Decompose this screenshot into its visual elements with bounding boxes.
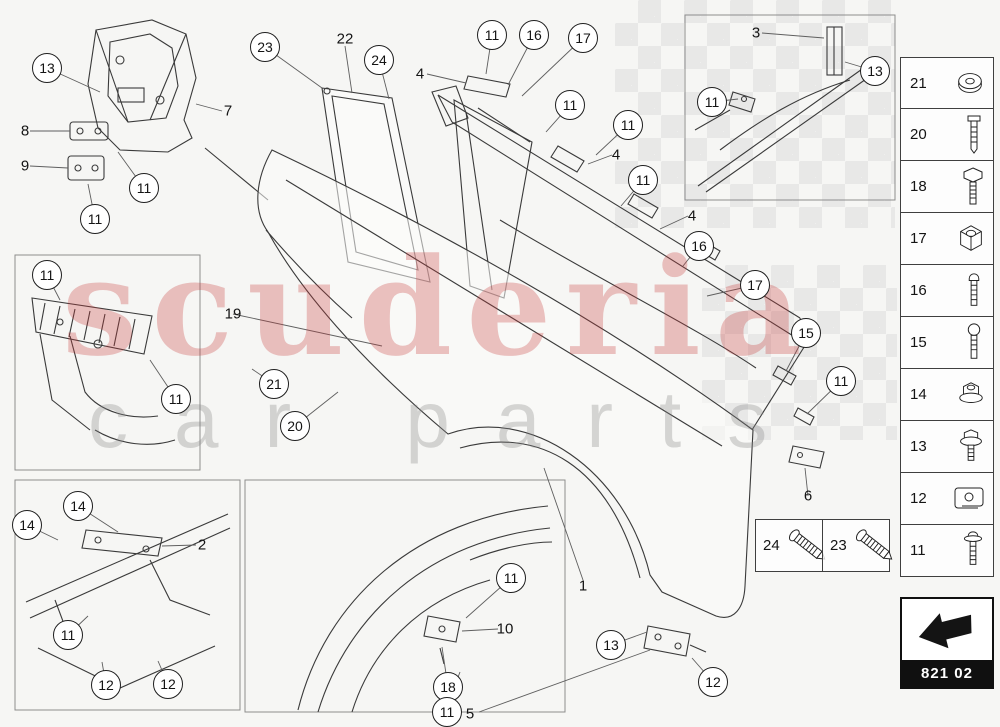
legend-item-16[interactable]: 16	[900, 265, 994, 317]
legend-item-number: 15	[910, 334, 927, 351]
callout-11[interactable]: 11	[129, 173, 159, 203]
callout-6: 6	[803, 487, 813, 505]
legend-item-21[interactable]: 21	[900, 57, 994, 109]
flange-bolt-icon	[956, 428, 986, 466]
callout-11[interactable]: 11	[555, 90, 585, 120]
callout-15[interactable]: 15	[791, 318, 821, 348]
callout-4: 4	[611, 146, 621, 164]
callout-4: 4	[415, 65, 425, 83]
callout-11[interactable]: 11	[697, 87, 727, 117]
callout-7: 7	[223, 102, 233, 120]
checkered-flag-watermark	[702, 265, 897, 440]
flange-nut-icon	[956, 380, 986, 410]
legend-item-11[interactable]: 11	[900, 525, 994, 577]
fastener-boxes: 24 23	[755, 519, 893, 572]
callout-13[interactable]: 13	[32, 53, 62, 83]
callout-5: 5	[465, 705, 475, 723]
callout-24[interactable]: 24	[364, 45, 394, 75]
page-code-label: 821 02	[902, 660, 992, 687]
legend-item-12[interactable]: 12	[900, 473, 994, 525]
callout-22: 22	[336, 30, 354, 48]
callout-2: 2	[197, 536, 207, 554]
callout-17[interactable]: 17	[568, 23, 598, 53]
callout-3: 3	[751, 24, 761, 42]
pan-head-screw-icon	[960, 530, 986, 572]
callout-11[interactable]: 11	[496, 563, 526, 593]
legend-item-20[interactable]: 20	[900, 109, 994, 161]
legend-item-number: 12	[910, 490, 927, 507]
legend-item-number: 16	[910, 282, 927, 299]
legend-item-18[interactable]: 18	[900, 161, 994, 213]
callout-8: 8	[20, 122, 30, 140]
callout-21[interactable]: 21	[259, 369, 289, 399]
round-head-bolt-icon	[962, 322, 986, 364]
legend-item-14[interactable]: 14	[900, 369, 994, 421]
washer-icon	[954, 65, 986, 101]
callout-9: 9	[20, 157, 30, 175]
prev-page-arrow-icon	[902, 599, 992, 660]
legend-item-number: 11	[910, 542, 926, 559]
legend-column: 21 20 18 17 16 15 14 13 12 11	[900, 57, 994, 577]
callout-11[interactable]: 11	[161, 384, 191, 414]
callout-20[interactable]: 20	[280, 411, 310, 441]
callout-23[interactable]: 23	[250, 32, 280, 62]
part-shapes	[25, 19, 877, 713]
hex-nut-icon	[956, 223, 986, 255]
diagonal-screw-icon	[783, 524, 833, 568]
callout-12[interactable]: 12	[153, 669, 183, 699]
callout-11[interactable]: 11	[53, 620, 83, 650]
callout-4: 4	[687, 207, 697, 225]
callout-10: 10	[496, 620, 514, 638]
fastener-box-24[interactable]: 24	[755, 519, 826, 572]
legend-item-number: 14	[910, 386, 927, 403]
checkered-flag-watermark	[615, 0, 895, 228]
callout-19: 19	[224, 305, 242, 323]
callout-1: 1	[578, 577, 588, 595]
fastener-box-23[interactable]: 23	[822, 519, 893, 572]
inset-boxes	[14, 14, 896, 713]
callout-11[interactable]: 11	[826, 366, 856, 396]
legend-item-15[interactable]: 15	[900, 317, 994, 369]
legend-item-number: 20	[910, 126, 927, 143]
callout-11[interactable]: 11	[32, 260, 62, 290]
flat-head-screw-icon	[962, 113, 986, 157]
legend-item-number: 21	[910, 74, 927, 92]
legend-item-17[interactable]: 17	[900, 213, 994, 265]
callout-17[interactable]: 17	[740, 270, 770, 300]
callout-12[interactable]: 12	[91, 670, 121, 700]
page-code-box[interactable]: 821 02	[900, 597, 994, 689]
legend-item-number: 18	[910, 178, 927, 195]
callout-11[interactable]: 11	[432, 697, 462, 727]
fender-panel	[257, 149, 754, 618]
callout-16[interactable]: 16	[519, 20, 549, 50]
u-nut-clip-icon	[952, 484, 986, 514]
fastener-box-number: 24	[763, 537, 780, 554]
legend-item-number: 17	[910, 230, 927, 247]
legend-item-number: 13	[910, 438, 927, 455]
callout-13[interactable]: 13	[860, 56, 890, 86]
callout-14[interactable]: 14	[12, 510, 42, 540]
fastener-box-number: 23	[830, 537, 847, 554]
callout-14[interactable]: 14	[63, 491, 93, 521]
callout-12[interactable]: 12	[698, 667, 728, 697]
callout-11[interactable]: 11	[477, 20, 507, 50]
stud-screw-icon	[962, 270, 986, 312]
callout-16[interactable]: 16	[684, 231, 714, 261]
callout-11[interactable]: 11	[613, 110, 643, 140]
hex-bolt-icon	[960, 166, 986, 208]
callout-13[interactable]: 13	[596, 630, 626, 660]
callout-11[interactable]: 11	[80, 204, 110, 234]
callout-11[interactable]: 11	[628, 165, 658, 195]
diagonal-screw-icon	[850, 524, 900, 568]
legend-item-13[interactable]: 13	[900, 421, 994, 473]
